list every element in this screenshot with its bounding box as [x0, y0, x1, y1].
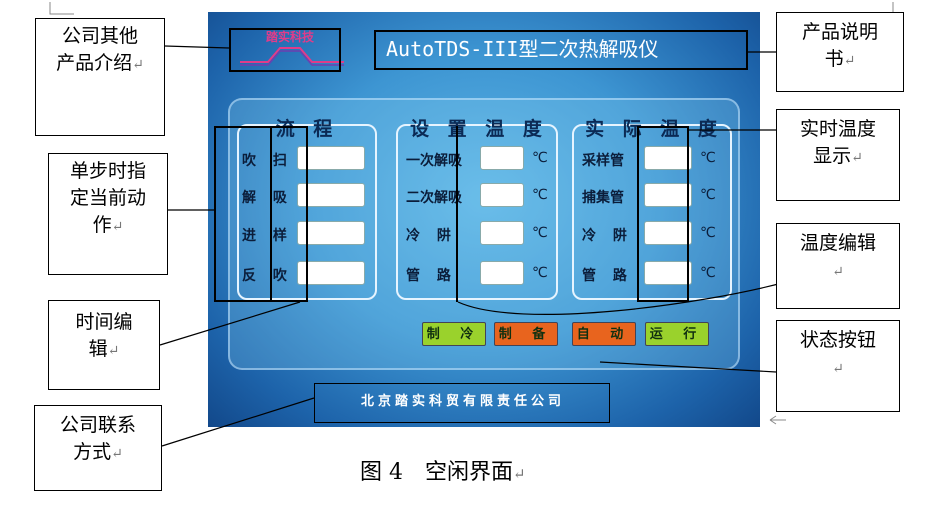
- actual-temp-field-2: [644, 183, 692, 207]
- instrument-title[interactable]: AutoTDS-III型二次热解吸仪: [386, 37, 659, 61]
- unit-label: ℃: [532, 187, 548, 203]
- actual-temp-field-3: [644, 221, 692, 245]
- set-temp-field-1[interactable]: [480, 146, 524, 170]
- actual-temp-title: 实 际 温 度: [585, 118, 723, 140]
- unit-label: ℃: [700, 265, 716, 281]
- set-temp-title: 设 置 温 度: [410, 118, 548, 140]
- flow-title: 流 程: [275, 118, 339, 140]
- unit-label: ℃: [700, 225, 716, 241]
- return-mark: ↵: [832, 264, 844, 280]
- set-temp-label: 二次解吸: [406, 190, 462, 206]
- actual-temp-label: 管 路: [582, 268, 633, 284]
- company-name[interactable]: 北京踏实科贸有限责任公司: [360, 394, 565, 409]
- callout-text: 实时温度显示: [799, 118, 876, 167]
- actual-temp-field-1: [644, 146, 692, 170]
- callout-text: 产品说明书: [801, 21, 878, 70]
- callout-text: 状态按钮: [799, 329, 876, 351]
- actual-temp-label: 冷 阱: [582, 228, 633, 244]
- callout-text: 时间编辑: [75, 311, 133, 360]
- return-mark: ↵: [111, 446, 123, 462]
- callout-temp-edit: 温度编辑 ↵: [776, 223, 900, 309]
- callout-realtime-temp: 实时温度显示↵: [776, 109, 900, 201]
- logo-wave-icon: [240, 47, 344, 66]
- purge-time-field[interactable]: [297, 146, 365, 170]
- logo-text: 踏实科技: [265, 30, 314, 44]
- unit-label: ℃: [700, 150, 716, 166]
- inject-time-field[interactable]: [297, 221, 365, 245]
- unit-label: ℃: [532, 150, 548, 166]
- set-temp-label: 冷 阱: [406, 228, 457, 244]
- cooling-button[interactable]: 制 冷: [422, 322, 486, 346]
- return-mark: ↵: [851, 150, 863, 166]
- prepare-button[interactable]: 制 备: [494, 322, 558, 346]
- caption-text: 图 4 空闲界面: [360, 460, 513, 485]
- actual-temp-label: 捕集管: [582, 190, 624, 206]
- return-mark: ↵: [832, 361, 844, 377]
- return-mark: ↵: [107, 343, 120, 359]
- actual-temp-label: 采样管: [582, 153, 624, 169]
- unit-label: ℃: [532, 225, 548, 241]
- app-screen: [208, 12, 760, 427]
- callout-text: 单步时指定当前动作: [69, 160, 146, 236]
- contact-box: [314, 383, 610, 423]
- callout-step-time: 单步时指定当前动作↵: [48, 153, 168, 275]
- realtime-highlight: [637, 126, 689, 302]
- set-temp-label: 管 路: [406, 268, 457, 284]
- company-logo[interactable]: 踏实科技: [230, 26, 350, 70]
- run-button[interactable]: 运 行: [645, 322, 709, 346]
- callout-text: 公司联系方式: [59, 414, 136, 463]
- callout-contact: 公司联系方式↵: [34, 405, 162, 491]
- return-mark: ↵: [843, 53, 856, 69]
- title-highlight: [374, 30, 748, 70]
- set-temp-group: [396, 124, 558, 300]
- set-temp-label: 一次解吸: [406, 153, 462, 169]
- callout-status-buttons: 状态按钮 ↵: [776, 320, 900, 412]
- callout-text: 公司其他产品介绍: [56, 25, 138, 74]
- flow-label: 进 样: [242, 228, 293, 244]
- flow-label: 反 吹: [242, 268, 293, 284]
- step-highlight: [214, 126, 308, 302]
- flow-label: 解 吸: [242, 190, 293, 206]
- callout-text: 温度编辑: [799, 232, 876, 254]
- actual-temp-group: [572, 124, 732, 300]
- time-highlight-line: [270, 126, 274, 302]
- actual-temp-field-4: [644, 261, 692, 285]
- return-mark: ↵: [132, 57, 144, 73]
- unit-label: ℃: [532, 265, 548, 281]
- return-mark: ↵: [111, 219, 124, 235]
- figure-caption: 图 4 空闲界面↵: [360, 454, 526, 486]
- set-temp-field-4[interactable]: [480, 261, 524, 285]
- set-temp-highlight-line: [456, 126, 460, 302]
- set-temp-field-3[interactable]: [480, 221, 524, 245]
- backflush-time-field[interactable]: [297, 261, 365, 285]
- desorb-time-field[interactable]: [297, 183, 365, 207]
- unit-label: ℃: [700, 187, 716, 203]
- set-temp-field-2[interactable]: [480, 183, 524, 207]
- callout-time-edit: 时间编辑↵: [48, 300, 160, 390]
- callout-manual: 产品说明书↵: [776, 12, 904, 92]
- return-mark: ↵: [513, 465, 526, 483]
- logo-highlight: [229, 28, 341, 72]
- callout-company-products: 公司其他产品介绍↵: [35, 18, 165, 136]
- auto-button[interactable]: 自 动: [572, 322, 636, 346]
- flow-label: 吹 扫: [242, 153, 293, 169]
